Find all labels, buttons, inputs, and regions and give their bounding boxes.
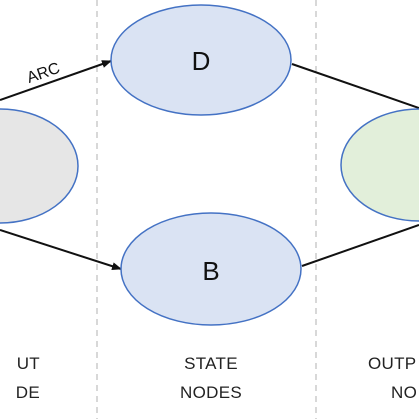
state-node-d (110, 4, 292, 116)
arc-label: ARC (25, 60, 62, 87)
state-column-label-line1: STATE (184, 354, 238, 373)
edge-input-to-d (0, 60, 112, 101)
input-column-label-line1: UT (17, 354, 40, 373)
edge-b-to-output (301, 224, 419, 267)
input-column-label-line2: DE (16, 383, 40, 402)
output-column-label-line2: NO (391, 383, 417, 402)
state-column-label-line2: NODES (180, 383, 242, 402)
input-node (0, 108, 79, 224)
output-column-label-line1: OUTP (368, 354, 416, 373)
edge-input-to-b (0, 229, 122, 271)
output-node (340, 108, 419, 222)
state-node-b (120, 212, 302, 326)
state-node-b-label: B (202, 256, 219, 286)
edge-d-to-output (291, 63, 419, 109)
state-node-d-label: D (192, 46, 211, 76)
